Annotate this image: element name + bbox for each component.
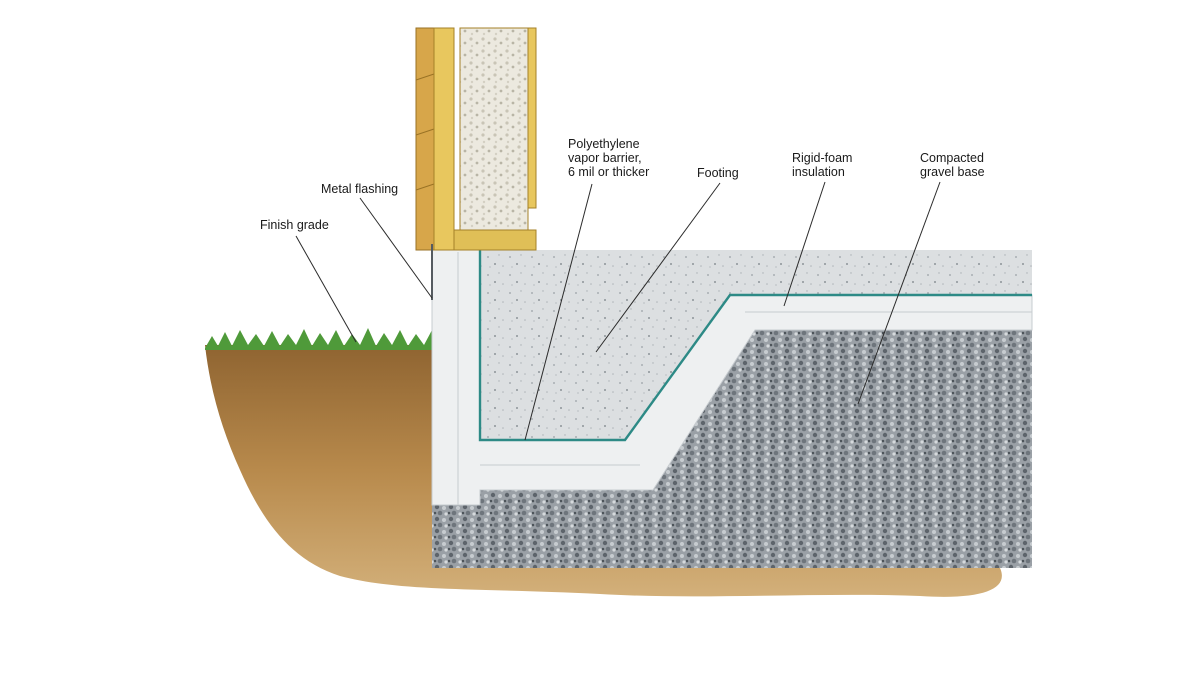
gravel-base-leader: [857, 181, 941, 405]
siding: [415, 27, 435, 251]
finish-grade-label: Finish grade: [260, 218, 329, 232]
wall-cavity: [459, 27, 529, 234]
vapor-barrier-label: Polyethylene vapor barrier, 6 mil or thi…: [568, 137, 649, 179]
gravel-base-line-2: gravel base: [920, 165, 985, 179]
bottom-plate: [453, 229, 537, 251]
soil: [205, 345, 1002, 597]
rigid-foam-label: Rigid-foam insulation: [792, 151, 856, 179]
vapor-barrier-leader: [524, 183, 593, 441]
concrete-slab: [480, 250, 1032, 440]
vapor-barrier-line-1: Polyethylene: [568, 137, 640, 151]
footing-leader: [595, 182, 721, 353]
finish-grade-leader: [295, 235, 357, 343]
vapor-barrier-line-2: vapor barrier,: [568, 151, 642, 165]
vapor-barrier-line-3: 6 mil or thicker: [568, 165, 649, 179]
metal-flashing-leader: [359, 197, 433, 299]
rigid-foam-line-2: insulation: [792, 165, 845, 179]
gravel-base-label: Compacted gravel base: [920, 151, 987, 179]
interior-drywall: [527, 27, 537, 209]
rigid-foam-leader: [783, 181, 826, 307]
vapor-barrier: [478, 250, 1032, 442]
footing-label: Footing: [697, 166, 739, 180]
rigid-foam-line-1: Rigid-foam: [792, 151, 852, 165]
grass: [205, 328, 432, 350]
gravel-base: [432, 330, 1032, 568]
gravel-base-line-1: Compacted: [920, 151, 984, 165]
metal-flashing-label: Metal flashing: [321, 182, 398, 196]
sheathing: [433, 27, 455, 251]
